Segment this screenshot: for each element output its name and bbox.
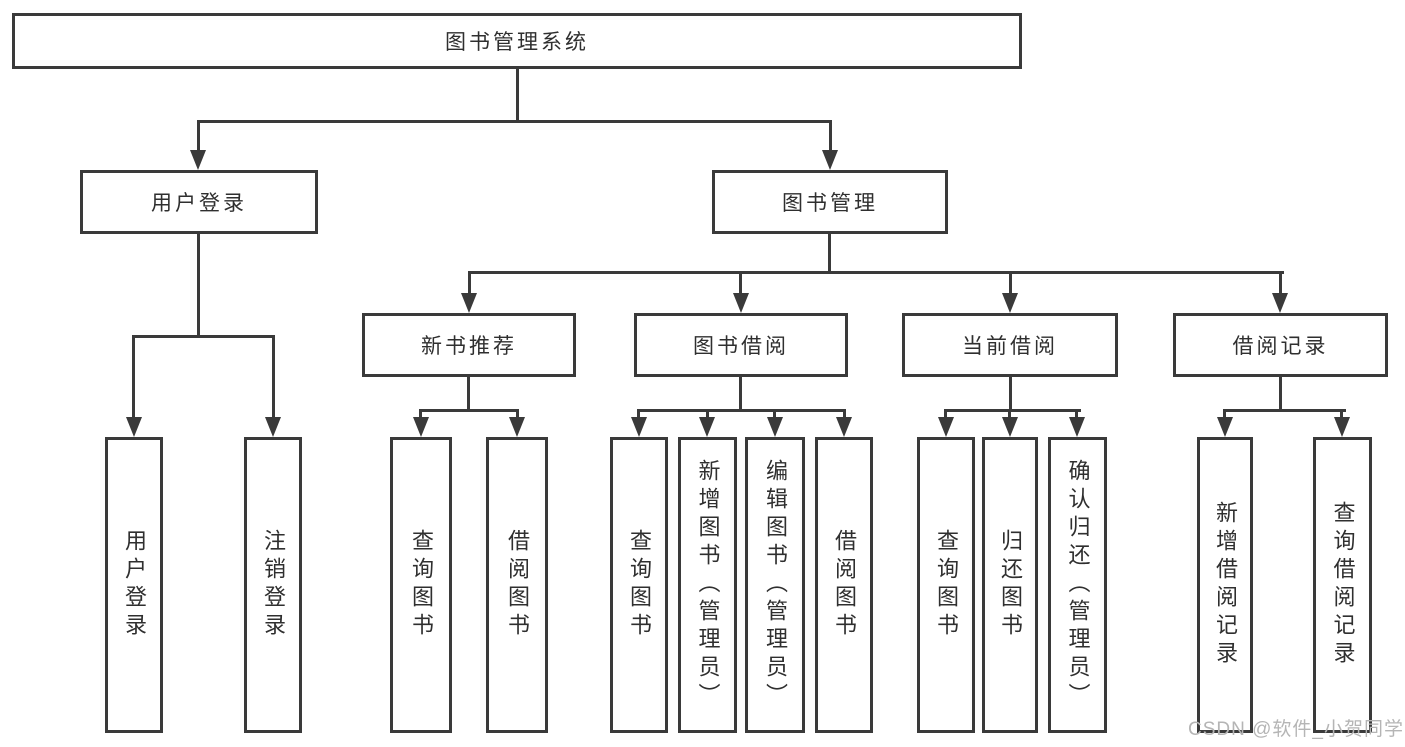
connector-line bbox=[467, 377, 470, 412]
arrow-down bbox=[265, 417, 281, 437]
leaf-query-borrow-record: 查询借阅记录 bbox=[1313, 437, 1372, 733]
leaf-query-books-recommend: 查询图书 bbox=[390, 437, 452, 733]
arrow-down bbox=[767, 417, 783, 437]
connector-line bbox=[516, 409, 519, 419]
node-user-login: 用户登录 bbox=[80, 170, 318, 234]
leaf-query-books-borrow: 查询图书 bbox=[610, 437, 668, 733]
csdn-watermark: CSDN @软件_小贺同学 bbox=[1188, 719, 1404, 740]
leaf-label: 新增图书（管理员） bbox=[695, 459, 721, 711]
leaf-edit-books-admin: 编辑图书（管理员） bbox=[745, 437, 805, 733]
connector-line bbox=[944, 409, 947, 419]
leaf-label: 查询图书 bbox=[934, 529, 959, 641]
arrow-down bbox=[413, 417, 429, 437]
node-borrowing-records: 借阅记录 bbox=[1173, 313, 1388, 377]
arrow-down bbox=[190, 150, 206, 170]
connector-line bbox=[1008, 409, 1011, 419]
leaf-label: 查询图书 bbox=[627, 529, 652, 641]
arrow-down bbox=[631, 417, 647, 437]
node-book-management: 图书管理 bbox=[712, 170, 948, 234]
connector-line bbox=[1279, 377, 1282, 412]
leaf-label: 借阅图书 bbox=[505, 529, 530, 641]
leaf-label: 用户登录 bbox=[122, 529, 147, 641]
connector-line bbox=[828, 234, 831, 274]
arrow-down bbox=[733, 293, 749, 313]
leaf-return-books: 归还图书 bbox=[982, 437, 1038, 733]
node-new-book-recommendation: 新书推荐 bbox=[362, 313, 576, 377]
connector-line bbox=[843, 409, 846, 419]
node-book-borrowing: 图书借阅 bbox=[634, 313, 848, 377]
connector-line bbox=[132, 335, 275, 338]
connector-line bbox=[637, 409, 846, 412]
connector-line bbox=[272, 335, 275, 417]
connector-line bbox=[739, 377, 742, 412]
connector-line bbox=[1009, 271, 1012, 295]
arrow-down bbox=[822, 150, 838, 170]
connector-line bbox=[419, 409, 519, 412]
connector-line bbox=[706, 409, 709, 419]
arrow-down bbox=[509, 417, 525, 437]
connector-line bbox=[1223, 409, 1226, 419]
connector-line bbox=[197, 120, 832, 123]
connector-line bbox=[197, 120, 200, 152]
leaf-label: 注销登录 bbox=[261, 529, 286, 641]
arrow-down bbox=[699, 417, 715, 437]
leaf-query-books-current: 查询图书 bbox=[917, 437, 975, 733]
arrow-down bbox=[836, 417, 852, 437]
arrow-down bbox=[1002, 293, 1018, 313]
leaf-label: 归还图书 bbox=[998, 529, 1023, 641]
leaf-logout: 注销登录 bbox=[244, 437, 302, 733]
arrow-down bbox=[126, 417, 142, 437]
connector-line bbox=[197, 234, 200, 337]
leaf-borrow-books-recommend: 借阅图书 bbox=[486, 437, 548, 733]
leaf-label: 确认归还（管理员） bbox=[1065, 459, 1091, 711]
arrow-down bbox=[1069, 417, 1085, 437]
connector-line bbox=[1340, 409, 1343, 419]
connector-line bbox=[773, 409, 776, 419]
connector-line bbox=[829, 120, 832, 152]
connector-line bbox=[132, 335, 135, 417]
connector-line bbox=[419, 409, 422, 419]
arrow-down bbox=[938, 417, 954, 437]
connector-line bbox=[516, 69, 519, 123]
connector-line bbox=[468, 271, 471, 295]
node-current-borrowing: 当前借阅 bbox=[902, 313, 1118, 377]
leaf-label: 新增借阅记录 bbox=[1213, 501, 1238, 669]
node-library-management-system: 图书管理系统 bbox=[12, 13, 1022, 69]
arrow-down bbox=[1217, 417, 1233, 437]
leaf-label: 查询图书 bbox=[409, 529, 434, 641]
leaf-label: 查询借阅记录 bbox=[1330, 501, 1356, 669]
leaf-label: 借阅图书 bbox=[832, 529, 857, 641]
connector-line bbox=[1009, 377, 1012, 412]
arrow-down bbox=[1272, 293, 1288, 313]
leaf-borrow-books-borrow: 借阅图书 bbox=[815, 437, 873, 733]
connector-line bbox=[468, 271, 1284, 274]
connector-line bbox=[944, 409, 1081, 412]
leaf-confirm-return-admin: 确认归还（管理员） bbox=[1048, 437, 1107, 733]
arrow-down bbox=[1334, 417, 1350, 437]
connector-line bbox=[1279, 271, 1282, 295]
connector-line bbox=[1223, 409, 1346, 412]
leaf-add-borrow-record: 新增借阅记录 bbox=[1197, 437, 1253, 733]
connector-line bbox=[637, 409, 640, 419]
leaf-add-books-admin: 新增图书（管理员） bbox=[678, 437, 737, 733]
arrow-down bbox=[461, 293, 477, 313]
leaf-label: 编辑图书（管理员） bbox=[763, 459, 788, 711]
connector-line bbox=[1075, 409, 1078, 419]
leaf-user-login: 用户登录 bbox=[105, 437, 163, 733]
connector-line bbox=[739, 271, 742, 295]
arrow-down bbox=[1002, 417, 1018, 437]
